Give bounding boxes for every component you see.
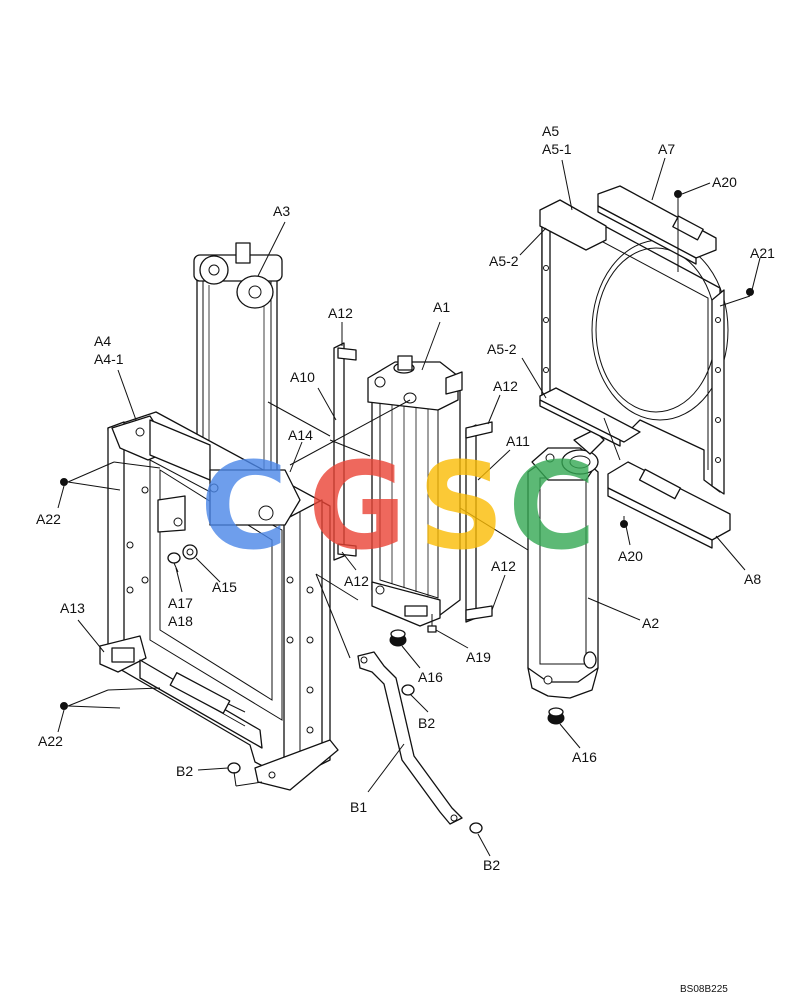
label-a4-1: A4-1 [94,351,124,367]
label-a8: A8 [744,571,761,587]
label-a19: A19 [466,649,491,665]
bolt-b2-lower [469,822,483,834]
label-b2-left: B2 [176,763,193,779]
label-a12-bottom-left: A12 [344,573,369,589]
part-a11-seal [465,421,493,623]
part-a5-fan-shroud [539,199,729,495]
label-a5-2-top: A5-2 [489,253,519,269]
watermark-letter-s: S [418,438,504,577]
label-a17: A17 [168,595,193,611]
part-b1-stay [357,651,463,825]
watermark-letter-c2: C [508,438,596,577]
label-a12-right-top: A12 [493,378,518,394]
part-a16-cushion-left [389,629,407,647]
label-a5-2-bottom: A5-2 [487,341,517,357]
label-a21: A21 [750,245,775,261]
label-a10: A10 [290,369,315,385]
part-a4-frame [99,411,339,791]
label-a7: A7 [658,141,675,157]
part-a17-bolt [167,552,181,573]
bolt-a22-top [60,478,68,486]
leader-lines [57,157,761,857]
label-b2-lower: B2 [483,857,500,873]
bolt-a20-bottom [620,516,628,528]
label-a4: A4 [94,333,111,349]
label-a14: A14 [288,427,313,443]
label-b2-upper: B2 [418,715,435,731]
label-a20-top: A20 [712,174,737,190]
label-a15: A15 [212,579,237,595]
watermark-letter-c1: C [200,438,288,577]
label-a22-top: A22 [36,511,61,527]
bolt-a21 [746,288,754,296]
bolt-b2-left [227,762,241,774]
watermark-letter-g: G [308,438,407,577]
bolt-b2-upper [401,684,415,696]
label-a5: A5 [542,123,559,139]
label-a13: A13 [60,600,85,616]
label-a11: A11 [506,433,530,449]
part-a2-intercooler [527,429,605,699]
part-a15-cushion [182,544,198,560]
label-a22-bottom: A22 [38,733,63,749]
label-a16-left: A16 [418,669,443,685]
label-a2: A2 [642,615,659,631]
bolt-a20-top [674,190,682,205]
part-a7-baffle [597,185,717,265]
drawing-code: BS08B225 [680,984,728,995]
label-a12-right-bottom: A12 [491,558,516,574]
label-b1: B1 [350,799,367,815]
label-a3: A3 [273,203,290,219]
label-a18: A18 [168,613,193,629]
watermark-logo: C G S C [200,438,596,577]
bolt-a22-bottom [60,702,68,710]
part-a16-cushion-right [547,707,565,725]
label-a5-1: A5-1 [542,141,572,157]
part-a1-radiator [367,355,463,627]
label-a1: A1 [433,299,450,315]
part-a19-drain [427,614,437,633]
label-a20-bottom: A20 [618,548,643,564]
label-a12-top-left: A12 [328,305,353,321]
label-a16-right: A16 [572,749,597,765]
callout-labels: A1 A2 A3 A4 A4-1 A5 A5-1 A5-2 A5-2 A7 A8… [36,123,775,995]
part-a8-baffle [607,461,731,549]
